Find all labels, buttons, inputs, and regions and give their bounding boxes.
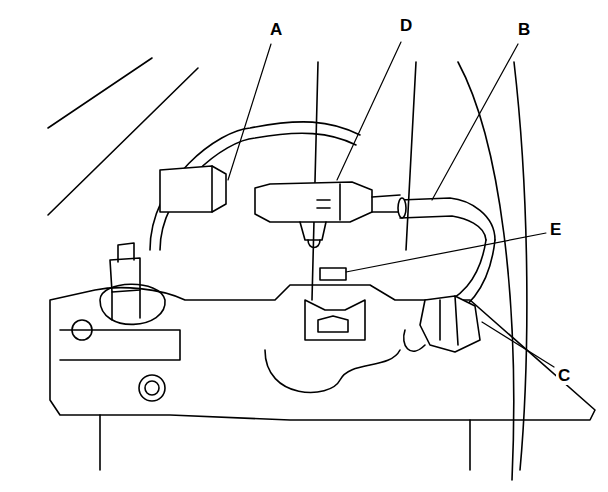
callout-letter: C — [556, 366, 572, 385]
callout-letter: E — [548, 220, 563, 239]
callout-letter: B — [516, 20, 532, 39]
callout-letter: A — [268, 20, 284, 39]
callout-letter: D — [398, 16, 414, 35]
